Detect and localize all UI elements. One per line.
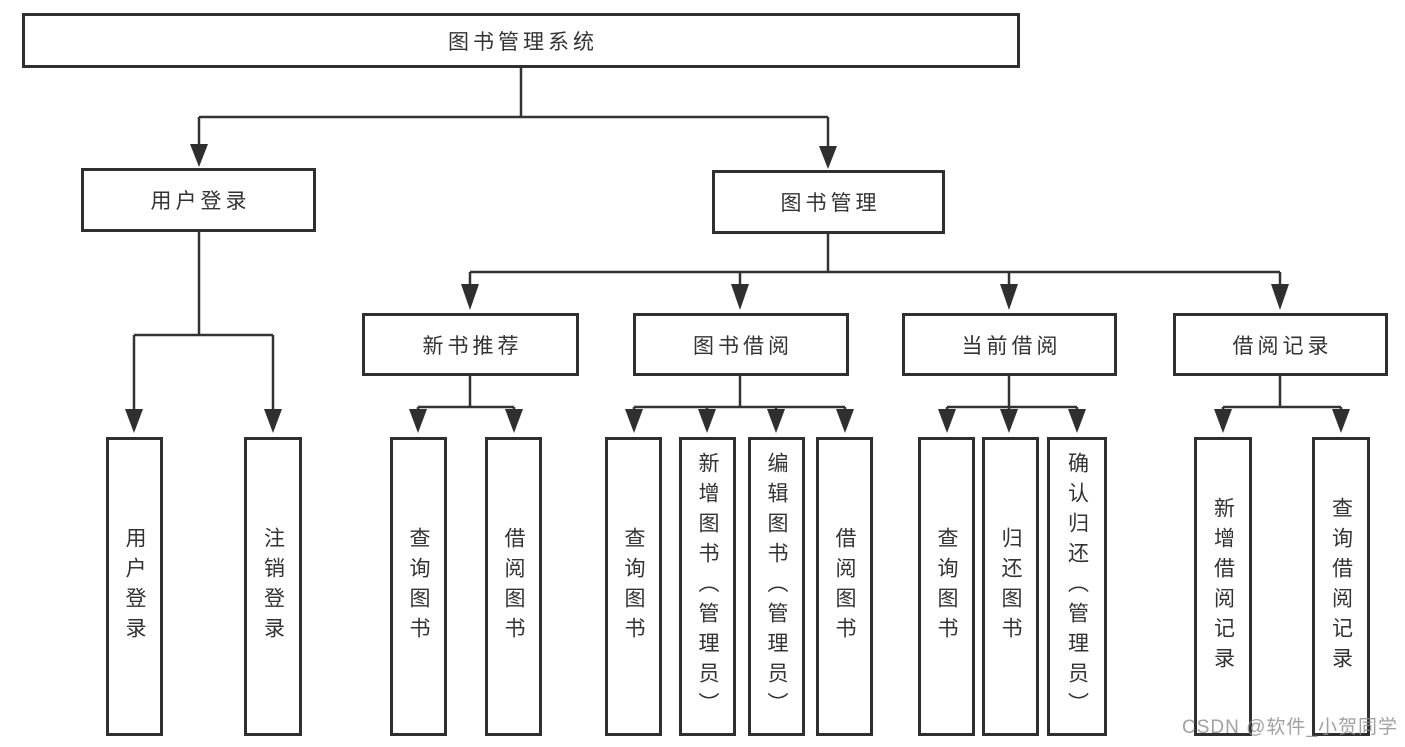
node-new-book-recommend: 新书推荐 [362,313,579,376]
node-book-borrowing: 图书借阅 [633,313,849,376]
leaf-label: 查询图书 [622,526,645,647]
leaf-label: 编辑图书（管理员） [765,451,788,722]
node-book-management: 图书管理 [712,170,945,234]
node-root-library-system: 图书管理系统 [22,13,1020,68]
node-current-borrowing: 当前借阅 [902,313,1117,376]
leaf-label: 确认归还（管理员） [1065,451,1089,722]
leaf-label: 新增图书（管理员） [696,451,719,722]
leaf-user-login: 用户登录 [106,437,163,736]
leaf-logout: 注销登录 [244,437,302,736]
leaf-add-books-admin: 新增图书（管理员） [679,437,736,736]
node-borrowing-records: 借阅记录 [1173,313,1388,376]
leaf-label: 查询图书 [935,526,958,647]
leaf-label: 用户登录 [123,526,146,647]
leaf-borrow-books-recommend: 借阅图书 [485,437,542,736]
leaf-label: 借阅图书 [833,526,856,647]
leaf-label: 借阅图书 [502,526,525,647]
leaf-confirm-return-admin: 确认归还（管理员） [1047,437,1107,736]
leaf-add-borrow-record: 新增借阅记录 [1194,437,1252,736]
leaf-query-books-recommend: 查询图书 [390,437,447,736]
node-user-login: 用户登录 [81,168,316,232]
arrowheads [125,144,1350,433]
leaf-label: 归还图书 [999,526,1022,647]
leaf-return-books: 归还图书 [982,437,1039,736]
leaf-label: 查询借阅记录 [1329,496,1353,677]
leaf-query-books-borrowing: 查询图书 [605,437,662,736]
leaf-label: 查询图书 [407,526,430,647]
leaf-query-books-current: 查询图书 [918,437,975,736]
leaf-label: 新增借阅记录 [1211,496,1235,677]
leaf-query-borrow-record: 查询借阅记录 [1312,437,1370,736]
leaf-label: 注销登录 [261,526,285,647]
leaf-edit-books-admin: 编辑图书（管理员） [748,437,805,736]
csdn-watermark: CSDN @软件_小贺同学 [1182,717,1398,738]
leaf-borrow-books: 借阅图书 [816,437,873,736]
